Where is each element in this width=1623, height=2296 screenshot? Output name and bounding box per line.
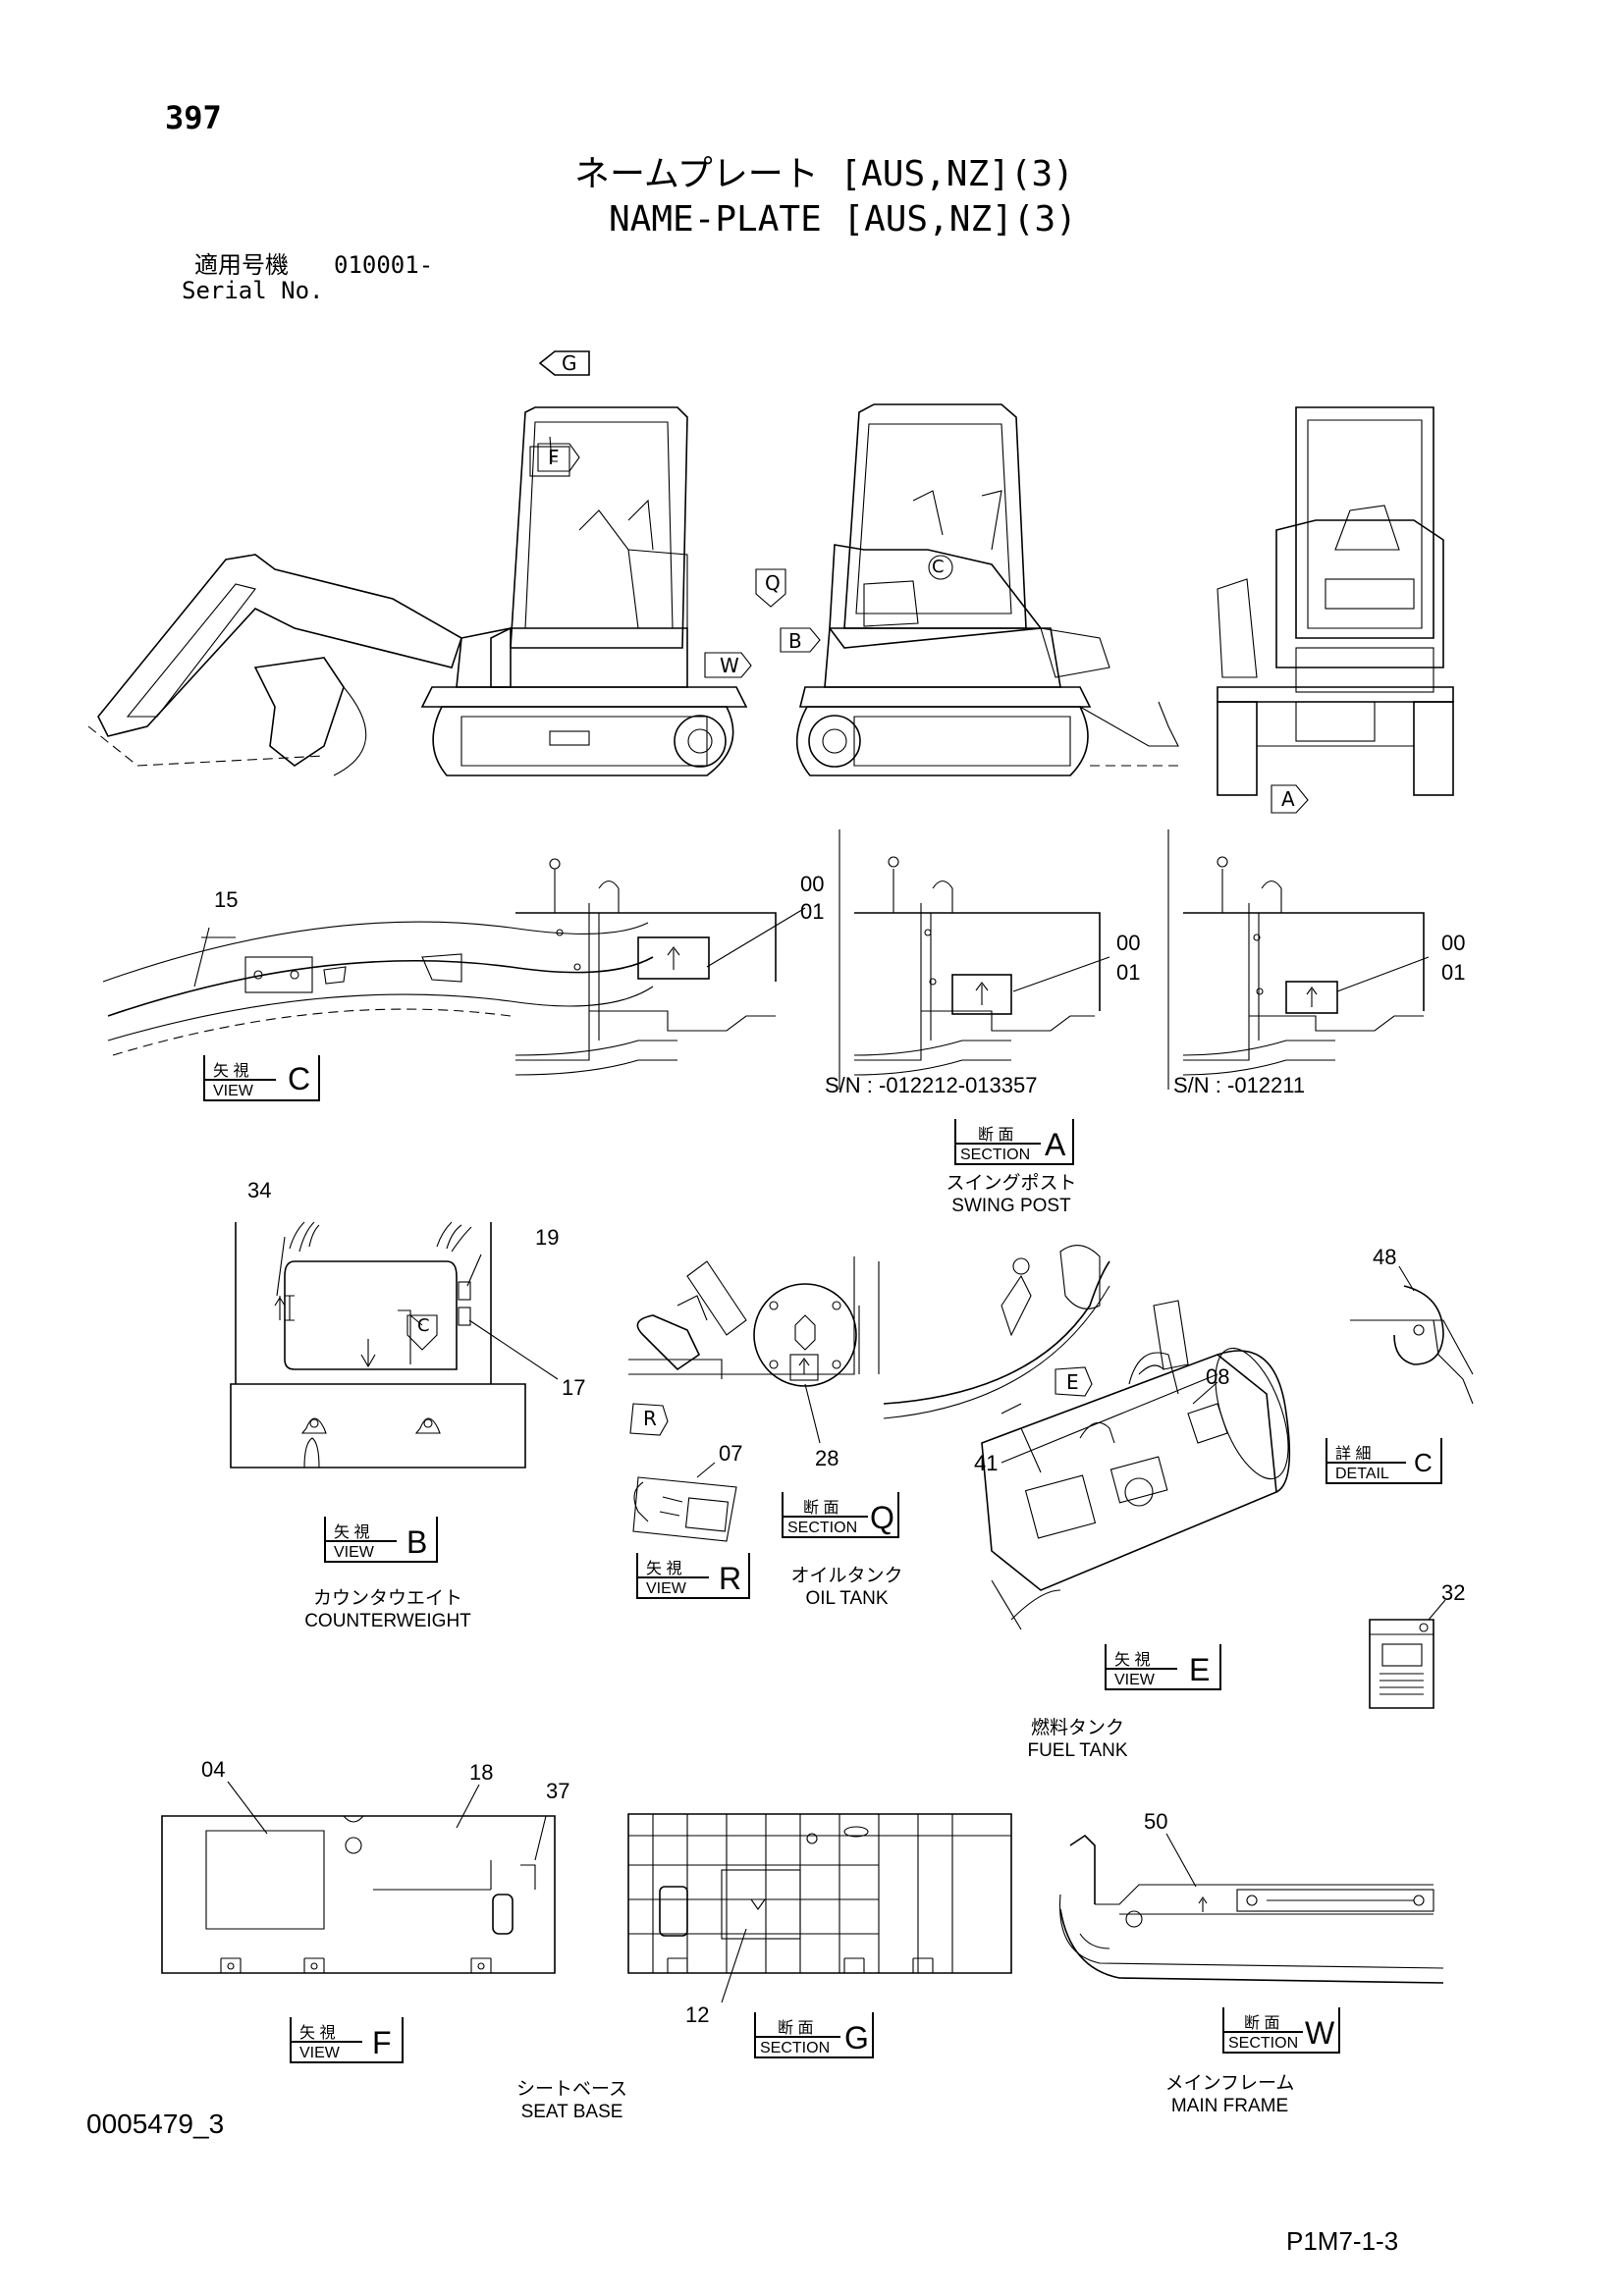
section-w-main-frame bbox=[1058, 1833, 1444, 1984]
view-arrow-a bbox=[1271, 784, 1309, 814]
section-w-letter: W bbox=[1305, 2015, 1335, 2051]
detail-c-letter: C bbox=[1414, 1448, 1433, 1477]
detail-c-drawing bbox=[1350, 1265, 1474, 1405]
view-e-label-box: 矢 視 VIEW E bbox=[1105, 1644, 1221, 1690]
excavator-side-view-left bbox=[87, 406, 748, 776]
view-f-drawing bbox=[161, 1781, 556, 1974]
view-arrow-g-letter: G bbox=[562, 351, 577, 375]
view-b-label-box: 矢 視 VIEW B bbox=[324, 1517, 438, 1563]
callout-00-a: 00 bbox=[800, 872, 825, 896]
serial-value: 010001- bbox=[334, 251, 434, 279]
callout-04: 04 bbox=[201, 1757, 226, 1782]
callout-50: 50 bbox=[1144, 1809, 1168, 1834]
excavator-front-view bbox=[1217, 406, 1454, 796]
detail-c-label-box: 詳 細 DETAIL C bbox=[1325, 1438, 1442, 1484]
callout-18: 18 bbox=[469, 1760, 494, 1785]
view-arrow-b bbox=[780, 627, 821, 653]
view-b-counterweight bbox=[230, 1221, 526, 1468]
view-r-label-box: 矢 視 VIEW R bbox=[636, 1553, 750, 1599]
view-arrow-e-letter: E bbox=[1066, 1370, 1079, 1394]
section-q-label-box: 断 面 SECTION Q bbox=[782, 1492, 899, 1538]
serial-label-japanese: 適用号機 bbox=[194, 251, 289, 279]
callout-48: 48 bbox=[1373, 1245, 1397, 1269]
view-f-label-box: 矢 視 VIEW F bbox=[290, 2017, 404, 2063]
view-arrow-f bbox=[537, 443, 580, 472]
section-a-variant-1 bbox=[514, 858, 806, 1076]
view-arrow-w-letter: W bbox=[720, 654, 739, 677]
view-arrow-w bbox=[704, 652, 752, 678]
callout-32: 32 bbox=[1441, 1580, 1466, 1605]
view-arrow-r-letter: R bbox=[643, 1407, 657, 1430]
section-a-variant-2 bbox=[853, 856, 1110, 1076]
decal-07 bbox=[632, 1462, 737, 1542]
view-e-fuel-tank bbox=[883, 1245, 1291, 1630]
page-code: P1M7-1-3 bbox=[1286, 2226, 1399, 2256]
section-a-variant-3 bbox=[1182, 856, 1430, 1076]
title-english: NAME-PLATE [AUS,NZ](3) bbox=[609, 199, 1077, 240]
section-w-label-box: 断 面 SECTION W bbox=[1222, 2007, 1340, 2054]
view-arrow-f-letter: F bbox=[548, 446, 560, 469]
view-arrow-c-letter-top: C bbox=[932, 557, 945, 577]
view-arrow-q-letter: Q bbox=[765, 571, 781, 595]
view-c-drawing bbox=[102, 921, 654, 1056]
view-f-letter: F bbox=[372, 2025, 392, 2060]
callout-01-a: 01 bbox=[800, 899, 825, 924]
callout-19: 19 bbox=[535, 1225, 560, 1250]
caption-swing-post: スイングポスト SWING POST bbox=[946, 1173, 1077, 1216]
callout-15: 15 bbox=[214, 887, 239, 912]
callout-37: 37 bbox=[546, 1779, 570, 1803]
view-arrow-g bbox=[538, 350, 590, 376]
caption-fuel-tank: 燃料タンク FUEL TANK bbox=[1027, 1718, 1128, 1761]
decal-32 bbox=[1369, 1599, 1446, 1709]
view-c-label-box: 矢 視 VIEW C bbox=[203, 1055, 320, 1101]
view-e-letter: E bbox=[1189, 1652, 1211, 1687]
section-a-letter: A bbox=[1045, 1127, 1066, 1162]
view-c-letter: C bbox=[288, 1061, 311, 1096]
view-arrow-c-letter: C bbox=[417, 1315, 430, 1336]
caption-oil-tank: オイルタンク OIL TANK bbox=[790, 1566, 903, 1609]
caption-seat-base: シートベース SEAT BASE bbox=[515, 2079, 628, 2122]
callout-00-b: 00 bbox=[1116, 931, 1141, 955]
serial-range-variant-3: S/N : -012211 bbox=[1173, 1073, 1306, 1097]
callout-34: 34 bbox=[247, 1178, 272, 1202]
section-g-seat-base bbox=[627, 1813, 1012, 2003]
callout-12: 12 bbox=[685, 2002, 710, 2027]
view-arrow-r bbox=[629, 1403, 669, 1436]
view-arrow-e bbox=[1055, 1366, 1093, 1397]
callout-08: 08 bbox=[1206, 1364, 1230, 1389]
view-b-letter: B bbox=[406, 1524, 428, 1560]
callout-17: 17 bbox=[562, 1375, 586, 1400]
section-g-letter: G bbox=[844, 2020, 869, 2056]
view-arrow-b-letter: B bbox=[788, 629, 802, 653]
section-q-oil-tank bbox=[628, 1256, 880, 1444]
page-number: 397 bbox=[165, 99, 222, 136]
title-japanese: ネームプレート [AUS,NZ](3) bbox=[574, 154, 1074, 194]
callout-01-b: 01 bbox=[1116, 960, 1141, 985]
view-arrow-a-letter: A bbox=[1281, 787, 1295, 811]
serial-range-variant-2: S/N : -012212-013357 bbox=[825, 1073, 1038, 1097]
callout-41: 41 bbox=[974, 1451, 999, 1475]
callout-01-c: 01 bbox=[1441, 960, 1466, 985]
view-arrow-q bbox=[755, 568, 786, 608]
caption-counterweight: カウンタウエイト COUNTERWEIGHT bbox=[304, 1588, 471, 1631]
view-r-letter: R bbox=[719, 1561, 742, 1596]
serial-label-english: Serial No. bbox=[182, 277, 324, 304]
excavator-side-view-right bbox=[795, 403, 1179, 776]
caption-main-frame: メインフレーム MAIN FRAME bbox=[1164, 2073, 1295, 2116]
callout-28: 28 bbox=[815, 1446, 839, 1470]
section-a-label-box: 断 面 SECTION A bbox=[954, 1119, 1074, 1165]
view-arrow-c bbox=[406, 1314, 438, 1351]
document-id: 0005479_3 bbox=[86, 2109, 225, 2139]
callout-00-c: 00 bbox=[1441, 931, 1466, 955]
section-g-label-box: 断 面 SECTION G bbox=[754, 2012, 874, 2058]
section-q-letter: Q bbox=[870, 1500, 894, 1535]
callout-07: 07 bbox=[719, 1441, 743, 1466]
